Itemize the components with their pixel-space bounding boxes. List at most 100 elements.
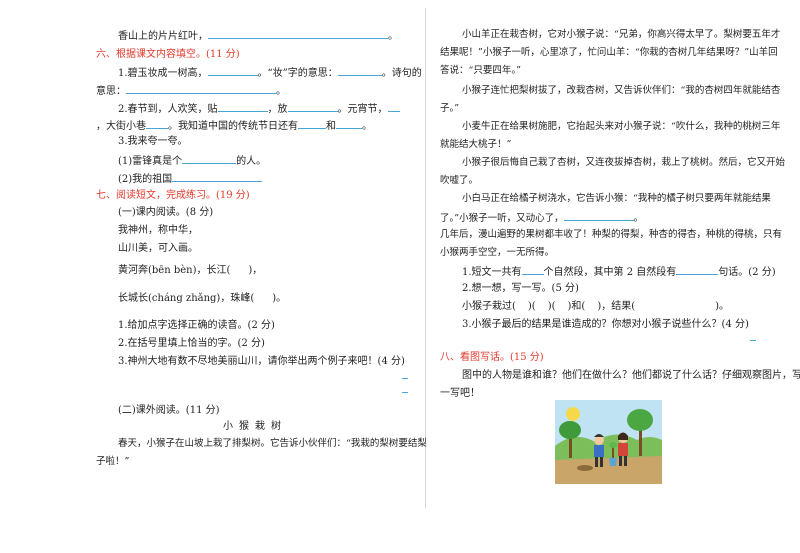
text: 。 — [633, 213, 644, 224]
story-para-f2: 小猴两手空空，一无所得。 — [440, 247, 555, 258]
reading-question-1: 1.给加点字选择正确的读音。(2 分) — [118, 320, 275, 331]
story-title: 小猴栽树 — [223, 421, 287, 432]
story-para-a2: 结果呢！”小猴子一听，心里凉了，忙问山羊：“你栽的杏树几年结果呀？”山羊回 — [440, 47, 778, 58]
question-3-1: (1)雷锋真是个 的人。 — [118, 153, 266, 168]
blue-mark — [402, 392, 408, 393]
story-para-d1: 小猴子很后悔自己栽了杏树，又连夜拔掉杏树，栽上了桃树。然后，它又开始 — [462, 157, 786, 168]
story-para-a1: 小山羊正在栽杏树，它对小猴子说：“兄弟，你高兴得太早了。梨树要五年才 — [462, 29, 781, 40]
answer-blank[interactable] — [336, 118, 362, 129]
text: )和( — [567, 301, 586, 312]
text: 1.短文一共有 — [462, 267, 522, 278]
answer-blank[interactable] — [207, 65, 258, 76]
writing-illustration — [555, 400, 662, 484]
poem-line-1: 我神州，称中华， — [118, 225, 198, 236]
text: (2)我的祖国 — [118, 174, 173, 185]
text: 的人。 — [236, 156, 267, 167]
story-line-2: 子啦！” — [96, 456, 130, 467]
text: 香山上的片片红叶， — [118, 31, 208, 42]
text: (1)雷锋真是个 — [118, 156, 183, 167]
text: 。元宵节， — [337, 104, 388, 115]
poem-line-2: 山川美，可入画。 — [118, 243, 198, 254]
story-para-a3: 答说：“只要四年。” — [440, 65, 521, 76]
question-3-2: (2)我的祖国 — [118, 171, 263, 186]
soil-mound — [577, 465, 593, 471]
reading-question-2: 2.在括号里填上恰当的字。(2 分) — [118, 338, 265, 349]
text: 。“妆”字的意思： — [257, 68, 338, 79]
text: 意思： — [96, 86, 126, 97]
text: )( — [547, 301, 556, 312]
text: 。 — [276, 86, 286, 97]
answer-blank[interactable] — [337, 65, 382, 76]
text: 句话。(2 分) — [718, 267, 776, 278]
story-question-1: 1.短文一共有 个自然段，其中第 2 自然段有 句话。(2 分) — [462, 264, 776, 279]
text: )，结果( — [597, 301, 636, 312]
sapling-icon — [609, 442, 617, 458]
writing-prompt-2: 一写吧！ — [440, 388, 480, 399]
story-para-e2: 了。”小猴子一听，又动心了， 。 — [440, 210, 643, 225]
section-7-heading: 七、阅读短文，完成练习。(19 分) — [96, 190, 250, 201]
poem-line-4: 长城长(cháng zhǎng)，珠峰( )。 — [118, 292, 286, 305]
reading-1-heading: (一)课内阅读。(8 分) — [118, 207, 214, 218]
text: 。 — [388, 31, 398, 42]
text: )( — [527, 301, 536, 312]
answer-blank[interactable] — [521, 264, 544, 275]
question-2-line-2: ，大街小巷 。我知道中国的传统节日还有 和 。 — [96, 118, 372, 133]
question-2-line: 2.春节到，人欢笑，贴，放。元宵节， — [118, 101, 400, 116]
answer-blank[interactable] — [208, 28, 388, 39]
poem-line-3: 黄河奔(bēn bèn)，长江( )， — [118, 264, 262, 277]
text: 个自然段，其中第 2 自然段有 — [543, 267, 677, 278]
text: 了。”小猴子一听，又动心了， — [440, 213, 564, 224]
blue-mark — [402, 378, 408, 379]
story-para-c1: 小麦牛正在给果树施肥，它抬起头来对小猴子说：“吹什么，我种的桃树三年 — [462, 121, 781, 132]
column-divider — [425, 8, 426, 508]
text: ，大街小巷 — [96, 121, 146, 132]
text: 长城长(cháng zhǎng)，珠峰( — [118, 293, 255, 304]
text: 和 — [326, 121, 336, 132]
writing-prompt-1: 图中的人物是谁和谁？他们在做什么？他们都说了什么话？仔细观察图片，写 — [462, 370, 800, 381]
text: ，放 — [267, 104, 288, 115]
text: 1.碧玉妆成一树高， — [118, 68, 208, 79]
text: )。 — [715, 301, 730, 312]
answer-blank[interactable] — [676, 264, 719, 275]
text: 小猴子栽过( — [462, 301, 516, 312]
blue-mark — [750, 340, 756, 341]
question-1-line: 1.碧玉妆成一树高， 。“妆”字的意思： 。诗句的 — [118, 65, 422, 80]
section-6-heading: 六、根据课文内容填空。(11 分) — [96, 49, 240, 60]
bucket-icon — [609, 458, 617, 466]
story-para-c2: 就能结大桃子！” — [440, 139, 512, 150]
text: )， — [248, 265, 263, 276]
reading-question-3: 3.神州大地有数不尽地美丽山川，请你举出两个例子来吧！(4 分) — [118, 356, 405, 367]
story-line-1: 春天，小猴子在山坡上栽了排梨树。它告诉小伙伴们：“我栽的梨树要结梨 — [118, 438, 427, 449]
answer-blank[interactable] — [182, 153, 237, 164]
child-boy-icon — [594, 434, 604, 467]
reading-2-heading: (二)课外阅读。(11 分) — [118, 405, 220, 416]
section-8-heading: 八、看图写话。(15 分) — [440, 352, 544, 363]
story-para-d2: 吹嘘了。 — [440, 175, 479, 186]
line-red-leaves: 香山上的片片红叶， 。 — [118, 28, 398, 43]
text: 黄河奔(bēn bèn)，长江( — [118, 265, 231, 276]
answer-blank[interactable] — [217, 101, 268, 112]
text: 。 — [362, 121, 372, 132]
answer-blank[interactable] — [287, 101, 338, 112]
story-para-f1: 几年后，漫山遍野的果树都丰收了！种梨的得梨，种杏的得杏，种桃的得桃，只有 — [440, 229, 783, 240]
answer-blank[interactable] — [563, 210, 634, 221]
story-question-2-fill: 小猴子栽过( )( )( )和( )，结果( )。 — [462, 300, 729, 313]
text: )。 — [272, 293, 287, 304]
tree-right-icon — [627, 409, 653, 456]
tree-left-icon — [559, 421, 581, 458]
story-question-2: 2.想一想，写一写。(5 分) — [462, 283, 579, 294]
text: 。我知道中国的传统节日还有 — [168, 121, 298, 132]
answer-blank[interactable] — [146, 118, 168, 129]
answer-blank[interactable] — [126, 83, 276, 94]
illustration-svg — [555, 400, 662, 484]
question-3-line: 3.我来夸一夸。 — [118, 136, 188, 147]
sun-icon — [566, 407, 580, 421]
answer-blank[interactable] — [298, 118, 326, 129]
answer-blank[interactable] — [172, 171, 263, 182]
answer-blank[interactable] — [387, 101, 400, 112]
child-girl-icon — [618, 432, 628, 466]
text: 。诗句的 — [381, 68, 422, 79]
story-question-3: 3.小猴子最后的结果是谁造成的？你想对小猴子说些什么？(4 分) — [462, 319, 749, 330]
question-1-meaning: 意思： 。 — [96, 83, 286, 98]
story-para-b2: 子。” — [440, 103, 460, 114]
